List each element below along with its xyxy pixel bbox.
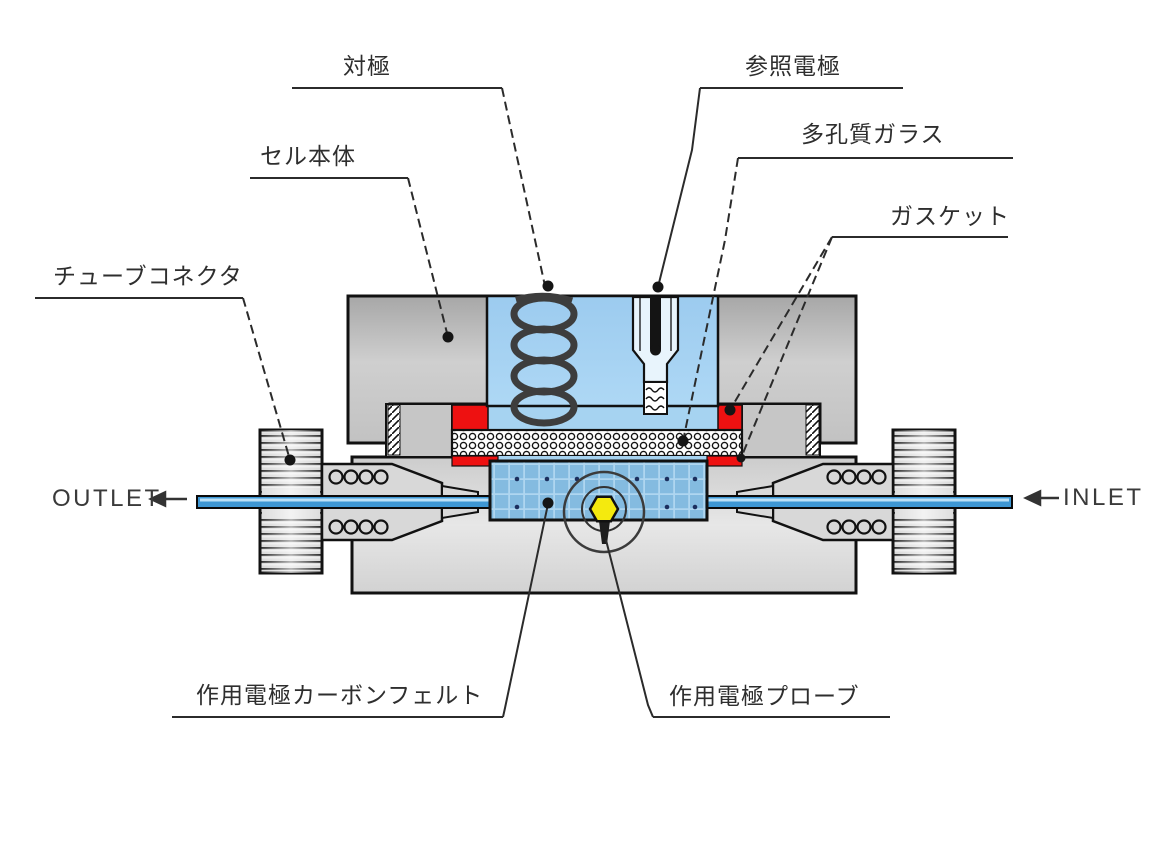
felt-texture-dots <box>514 476 698 510</box>
thread-hatch-left <box>387 404 401 456</box>
label-counter-electrode: 対極 <box>343 53 391 79</box>
label-inlet: INLET <box>1063 484 1144 511</box>
probe-hex-contact <box>588 495 620 523</box>
leader-end-dots <box>284 280 746 509</box>
label-outlet: OUTLET <box>52 485 162 512</box>
counter-electrode-spring <box>510 292 578 427</box>
inlet-arrow-icon <box>1023 489 1059 507</box>
label-cell-body: セル本体 <box>260 143 356 169</box>
outlet-arrow-icon <box>148 490 187 508</box>
label-porous-glass: 多孔質ガラス <box>801 121 945 147</box>
label-gasket: ガスケット <box>890 203 1010 229</box>
label-working-electrode-probe: 作用電極プローブ <box>669 683 860 709</box>
label-leader-lines <box>35 87 1013 718</box>
label-working-electrode-carbon-felt: 作用電極カーボンフェルト <box>196 682 484 708</box>
label-reference-electrode: 参照電極 <box>745 53 841 79</box>
porous-glass-frit <box>450 428 744 458</box>
reference-electrode-body <box>631 295 680 415</box>
thread-hatch-right <box>805 404 820 456</box>
working-electrode-probe <box>562 470 646 554</box>
label-tube-connector: チューブコネクタ <box>53 263 243 289</box>
gasket-upper-left <box>451 404 489 431</box>
